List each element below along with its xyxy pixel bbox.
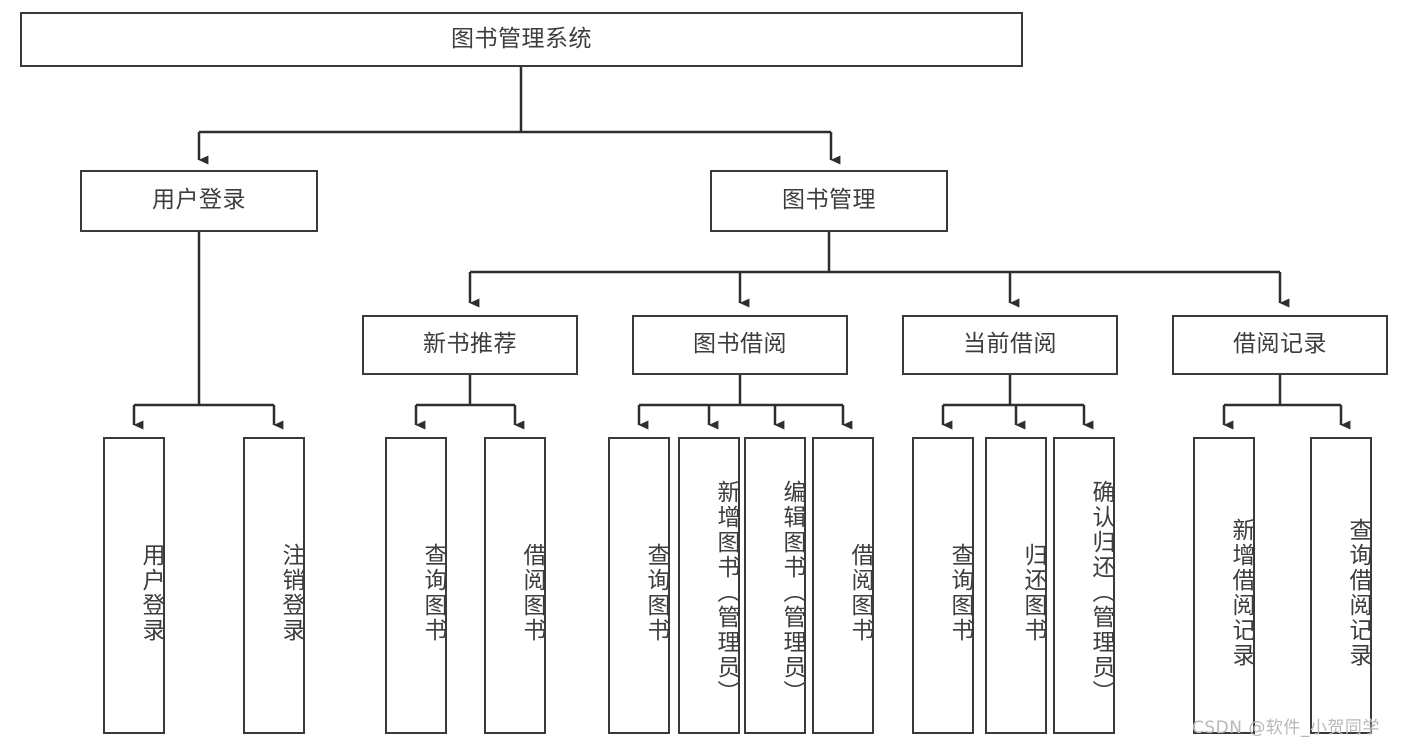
node-leaf-query-book-borrow[interactable]: 查询图书 <box>608 437 670 734</box>
node-leaf-return-book[interactable]: 归还图书 <box>985 437 1047 734</box>
node-new-book-recommend[interactable]: 新书推荐 <box>362 315 578 375</box>
node-leaf-query-borrow-record[interactable]: 查询借阅记录 <box>1310 437 1372 734</box>
node-label: 注销登录 <box>278 542 304 643</box>
node-user-login[interactable]: 用户登录 <box>80 170 318 232</box>
node-leaf-query-book-recommend[interactable]: 查询图书 <box>385 437 447 734</box>
node-label: 用户登录 <box>138 542 164 643</box>
node-label: 新增借阅记录 <box>1228 517 1254 668</box>
node-label: 新书推荐 <box>423 331 517 358</box>
node-label: 新增图书（管理员） <box>713 480 739 705</box>
node-borrow-record[interactable]: 借阅记录 <box>1172 315 1388 375</box>
node-leaf-edit-book-admin[interactable]: 编辑图书（管理员） <box>744 437 806 734</box>
node-label: 编辑图书（管理员） <box>779 480 805 705</box>
node-root-system[interactable]: 图书管理系统 <box>20 12 1023 67</box>
node-leaf-confirm-return-admin[interactable]: 确认归还（管理员） <box>1053 437 1115 734</box>
node-current-borrow[interactable]: 当前借阅 <box>902 315 1118 375</box>
node-leaf-borrow-book[interactable]: 借阅图书 <box>812 437 874 734</box>
node-label: 借阅记录 <box>1233 331 1327 358</box>
node-label: 用户登录 <box>152 187 246 214</box>
node-leaf-add-book-admin[interactable]: 新增图书（管理员） <box>678 437 740 734</box>
node-label: 归还图书 <box>1020 542 1046 643</box>
node-label: 借阅图书 <box>519 542 545 643</box>
node-label: 查询图书 <box>947 542 973 643</box>
node-label: 图书管理系统 <box>451 25 592 52</box>
node-label: 查询借阅记录 <box>1345 517 1371 668</box>
node-leaf-user-login[interactable]: 用户登录 <box>103 437 165 734</box>
node-label: 当前借阅 <box>963 331 1057 358</box>
node-label: 查询图书 <box>643 542 669 643</box>
node-book-borrow[interactable]: 图书借阅 <box>632 315 848 375</box>
watermark-text: CSDN @软件_小贺同学 <box>1192 718 1380 738</box>
node-leaf-logout[interactable]: 注销登录 <box>243 437 305 734</box>
node-label: 确认归还（管理员） <box>1088 480 1114 705</box>
node-leaf-query-book-current[interactable]: 查询图书 <box>912 437 974 734</box>
node-label: 图书管理 <box>782 187 876 214</box>
node-label: 查询图书 <box>420 542 446 643</box>
node-book-management[interactable]: 图书管理 <box>710 170 948 232</box>
node-label: 借阅图书 <box>847 542 873 643</box>
node-leaf-borrow-book-recommend[interactable]: 借阅图书 <box>484 437 546 734</box>
node-leaf-add-borrow-record[interactable]: 新增借阅记录 <box>1193 437 1255 734</box>
node-label: 图书借阅 <box>693 331 787 358</box>
